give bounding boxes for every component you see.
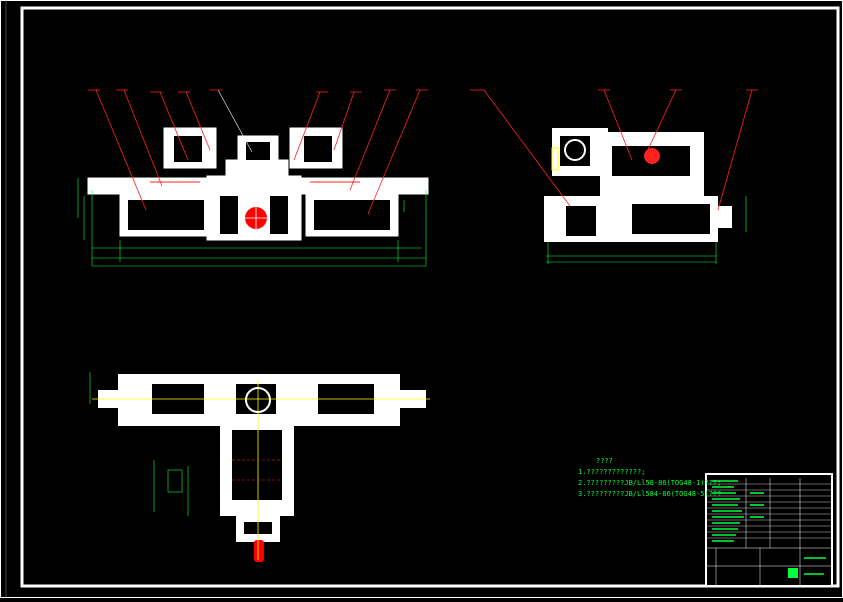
notes-title: ???? xyxy=(596,457,613,465)
side-leader-4 xyxy=(717,89,753,211)
front-leader-4 xyxy=(185,91,211,151)
notes-line-1: 1.?????????????; xyxy=(578,468,646,476)
front-leader-8 xyxy=(367,89,421,215)
technical-notes: ???? 1.?????????????; 2.?????????JB/Ll58-8… xyxy=(578,456,721,500)
title-block-logo-mark xyxy=(788,568,798,578)
front-view-cutouts xyxy=(128,136,390,234)
top-red-shaft xyxy=(254,540,264,562)
notes-line-2: 2.?????????JB/Ll58-86(TOG48-1)???; xyxy=(578,479,722,487)
front-leader-7 xyxy=(349,89,391,191)
notes-line-3: 3.?????????JB/Ll584-86(TOG48-5)??? xyxy=(578,490,722,498)
drawing-frame xyxy=(20,6,840,588)
front-leader-white xyxy=(217,89,253,153)
front-leader-3 xyxy=(159,91,189,161)
side-view-details xyxy=(470,89,758,264)
side-leader-3 xyxy=(643,89,677,159)
front-leader-2 xyxy=(123,89,163,187)
front-leader-6 xyxy=(333,91,355,151)
front-leader-1 xyxy=(95,89,147,211)
top-view-details xyxy=(89,372,430,562)
side-leader-1 xyxy=(483,89,571,207)
side-view-cutouts xyxy=(560,136,710,236)
title-block xyxy=(705,473,833,587)
title-block-rows xyxy=(706,483,832,539)
front-view-details xyxy=(77,89,428,267)
side-shaft xyxy=(712,206,732,228)
title-block-frame xyxy=(705,473,833,587)
title-block-entries xyxy=(712,480,826,575)
side-leader-2 xyxy=(603,89,633,161)
front-center-neck xyxy=(225,159,289,181)
front-leader-5 xyxy=(293,91,321,161)
